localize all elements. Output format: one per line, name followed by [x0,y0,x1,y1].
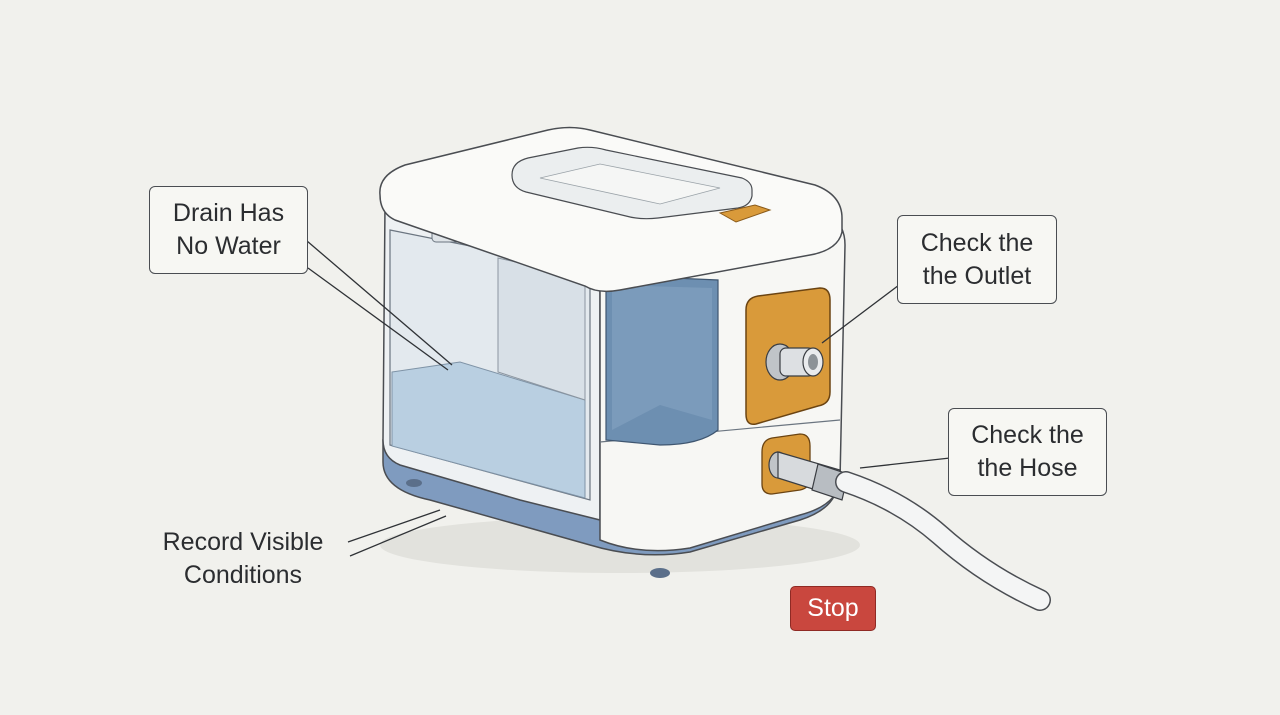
record-line2: Conditions [183,561,303,589]
callout-drain-has-no-water: Drain Has No Water [149,186,308,274]
callout-drain-line1: Drain Has [172,199,285,227]
leader-record-1 [347,509,441,543]
foot-right [650,568,670,578]
lid-opening-inner [539,163,721,205]
callout-outlet-line1: Check the [920,228,1034,257]
leader-lines [299,234,951,557]
callout-hose-line2: the Hose [977,454,1078,482]
record-line1: Record Visible [162,528,324,556]
tank-water [391,361,586,499]
leader-drain [299,234,453,366]
lid-indicator [718,204,772,223]
outlet-fitting [765,343,824,381]
leader-drain-2 [307,267,449,371]
leader-hose [859,457,951,469]
stop-button[interactable]: Stop [790,586,876,631]
callout-check-hose: Check the the Hose [948,408,1107,496]
callout-hose-line1: Check the [971,421,1084,449]
callout-outlet-line2: the Outlet [922,261,1032,290]
hose-fitting [768,451,849,501]
record-visible-conditions-label: Record Visible Conditions [140,526,346,592]
reservoir-highlight [612,285,712,430]
callout-check-outlet: Check the the Outlet [897,215,1057,304]
leader-outlet [821,281,904,344]
callout-drain-line2: No Water [176,232,281,260]
hose-inner [836,472,1050,610]
leader-record-2 [349,515,447,557]
foot-left [406,479,422,487]
